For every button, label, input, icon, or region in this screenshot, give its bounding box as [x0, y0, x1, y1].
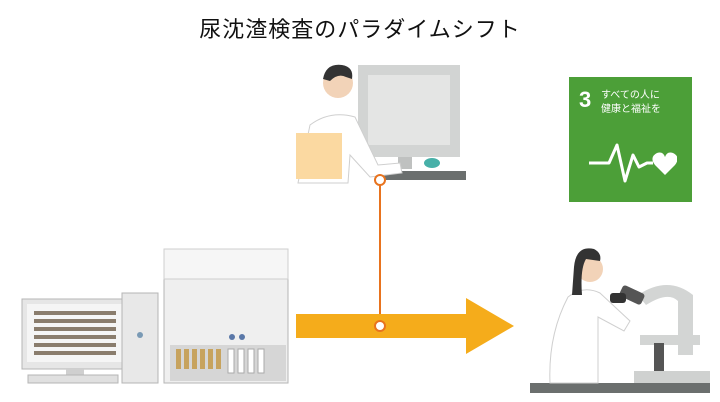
connector-node-on-arrow	[374, 320, 386, 332]
technician-with-microscope-illustration	[530, 248, 710, 393]
page-title: 尿沈渣検査のパラダイムシフト	[199, 18, 521, 43]
urine-analyzer-system-illustration	[21, 248, 289, 384]
connector-line	[379, 180, 381, 326]
sdg-text-line1: すべての人に	[601, 90, 660, 101]
connector-node-top	[374, 174, 386, 186]
sdg-number: 3	[579, 87, 592, 112]
sdg-goal-3-badge: 3 すべての人に 健康と福祉を	[569, 77, 692, 202]
analyst-at-computer-illustration	[296, 64, 466, 184]
paradigm-shift-arrow	[296, 298, 514, 354]
sdg-text-line2: 健康と福祉を	[601, 104, 661, 115]
heartbeat-heart-icon	[589, 143, 677, 183]
